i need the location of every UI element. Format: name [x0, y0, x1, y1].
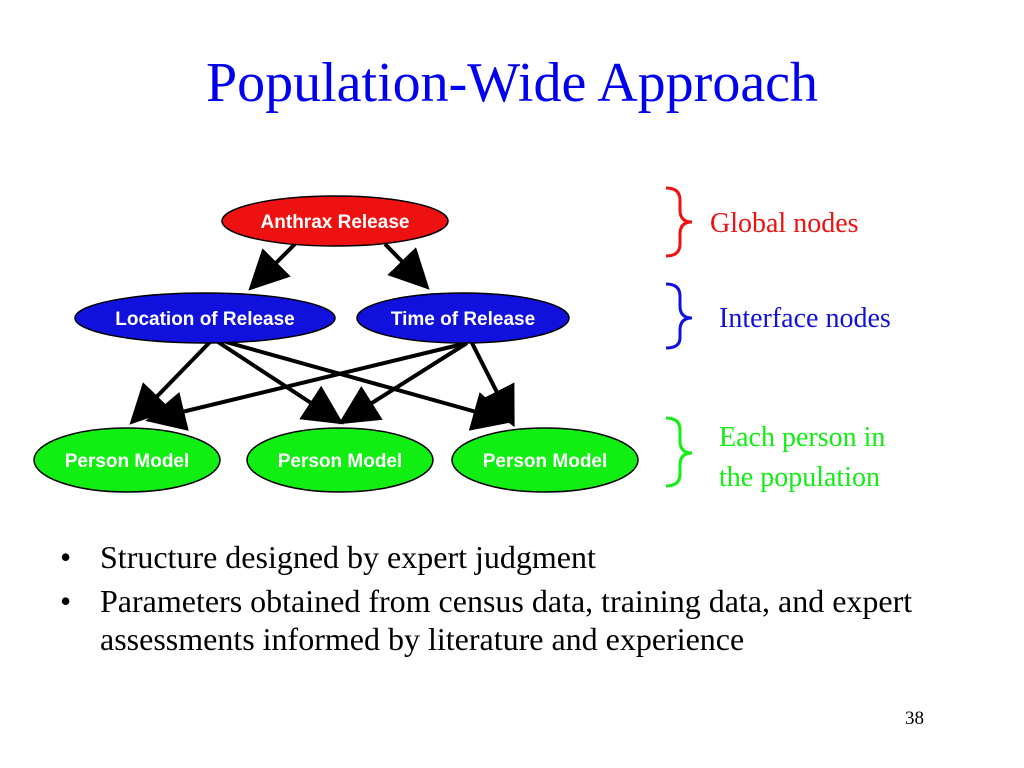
node-anthrax-release: Anthrax Release: [221, 195, 449, 247]
edges: [129, 242, 515, 431]
bullet-list: • Structure designed by expert judgment …: [60, 538, 960, 664]
node-label-person-1: Person Model: [65, 451, 190, 472]
node-person-model-2: Person Model: [246, 427, 434, 493]
page-number: 38: [905, 708, 924, 729]
node-time-of-release: Time of Release: [356, 292, 570, 344]
node-person-model-3: Person Model: [451, 427, 639, 493]
node-label-time: Time of Release: [391, 309, 535, 330]
edge-time-to-person-2: [338, 341, 469, 425]
edge-time-to-person-1: [145, 341, 468, 431]
bullet-text: Structure designed by expert judgment: [100, 539, 596, 575]
edge-location-to-person-3: [225, 340, 513, 431]
legend-person-label-line1: Each person in: [719, 422, 886, 453]
node-label-person-2: Person Model: [278, 451, 403, 472]
edge-anthrax-to-time: [383, 242, 430, 290]
edge-time-to-person-3: [470, 342, 515, 428]
bullet-item: • Parameters obtained from census data, …: [60, 582, 960, 658]
bullet-marker: •: [60, 539, 72, 575]
node-person-model-1: Person Model: [33, 427, 221, 493]
bullet-item: • Structure designed by expert judgment: [60, 538, 960, 576]
node-location-of-release: Location of Release: [74, 292, 336, 344]
bullet-text: Parameters obtained from census data, tr…: [100, 583, 913, 657]
node-label-anthrax: Anthrax Release: [261, 212, 410, 233]
legend-global-label: Global nodes: [710, 208, 859, 239]
brace-person: [665, 416, 693, 488]
legend-person-label-line2: the population: [719, 462, 880, 493]
bullet-marker: •: [60, 583, 72, 619]
edge-location-to-person-2: [216, 340, 344, 425]
slide-title: Population-Wide Approach: [205, 52, 819, 114]
brace-interface: [665, 282, 693, 350]
brace-global: [665, 186, 693, 258]
node-label-location: Location of Release: [115, 309, 295, 330]
legend-interface-label: Interface nodes: [719, 303, 891, 334]
node-label-person-3: Person Model: [483, 451, 608, 472]
edge-anthrax-to-location: [248, 242, 297, 291]
